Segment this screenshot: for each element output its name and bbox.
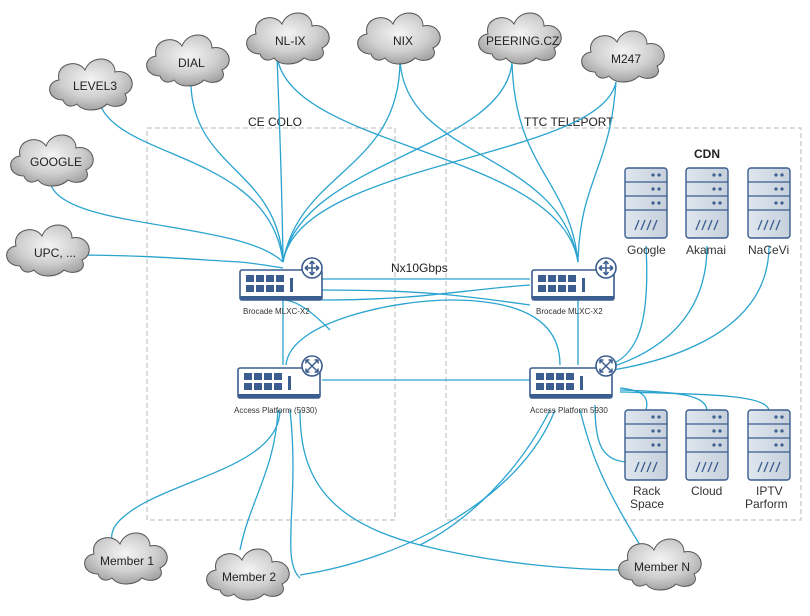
cloud-label-google: GOOGLE xyxy=(30,155,82,169)
cloud-label-nlix: NL-IX xyxy=(275,34,306,48)
switch-icon xyxy=(301,355,323,377)
access-ce xyxy=(237,355,323,399)
server-label-akamai: Akamai xyxy=(686,243,726,257)
cloud-label-nix: NIX xyxy=(393,34,413,48)
zone-ttc-teleport xyxy=(445,127,802,521)
server-label-cloud: Cloud xyxy=(691,484,722,498)
server-nacevi xyxy=(747,167,791,239)
device-label-router-ce: Brocade MLXC-X2 xyxy=(243,307,310,316)
cloud-label-level3: LEVEL3 xyxy=(73,79,117,93)
zone-label-ttc-teleport: TTC TELEPORT xyxy=(524,115,614,129)
server-label-nacevi: NaCeVi xyxy=(748,243,789,257)
server-google xyxy=(624,167,668,239)
cloud-label-membern: Member N xyxy=(634,560,690,574)
zone-label-cdn: CDN xyxy=(694,147,720,161)
cloud-membern: Member N xyxy=(618,538,702,591)
cloud-label-member1: Member 1 xyxy=(100,554,154,568)
server-label-rackspace-2: Space xyxy=(630,497,664,511)
cloud-upc: UPC, ... xyxy=(6,224,90,277)
device-label-router-ttc: Brocade MLXC-X2 xyxy=(536,307,603,316)
zone-label-ce-colo: CE COLO xyxy=(248,115,302,129)
server-label-google: Google xyxy=(627,243,666,257)
cloud-label-peering: PEERING.CZ xyxy=(486,34,559,48)
router-icon xyxy=(595,257,617,279)
router-ttc xyxy=(531,257,617,301)
cloud-nlix: NL-IX xyxy=(246,12,330,65)
server-rackspace xyxy=(624,409,668,481)
switch-icon xyxy=(595,355,617,377)
device-label-access-ce: Access Platform (5930) xyxy=(234,406,317,415)
cloud-label-m247: M247 xyxy=(611,52,641,66)
cloud-dial: DIAL xyxy=(146,34,230,87)
cloud-peering: PEERING.CZ xyxy=(478,12,562,65)
link-label-nx10gbps: Nx10Gbps xyxy=(391,261,448,275)
cloud-label-member2: Member 2 xyxy=(222,570,276,584)
device-label-access-ttc: Access Platform 5930 xyxy=(530,406,608,415)
cloud-nix: NIX xyxy=(357,12,441,65)
server-label-iptv-2: Parform xyxy=(745,497,788,511)
server-akamai xyxy=(685,167,729,239)
router-icon xyxy=(301,257,323,279)
router-ce xyxy=(239,257,323,301)
access-ttc xyxy=(529,355,617,399)
zone-ce-colo xyxy=(146,127,396,521)
cloud-label-upc: UPC, ... xyxy=(34,246,76,260)
server-iptv xyxy=(747,409,791,481)
server-label-rackspace-1: Rack xyxy=(633,484,661,498)
cloud-google: GOOGLE xyxy=(10,134,94,187)
cloud-m247: M247 xyxy=(581,30,665,83)
cloud-member2: Member 2 xyxy=(206,548,290,601)
server-cloud xyxy=(685,409,729,481)
server-label-iptv-1: IPTV xyxy=(756,484,783,498)
cloud-member1: Member 1 xyxy=(84,532,168,585)
cloud-level3: LEVEL3 xyxy=(49,58,133,111)
cloud-label-dial: DIAL xyxy=(178,56,205,70)
